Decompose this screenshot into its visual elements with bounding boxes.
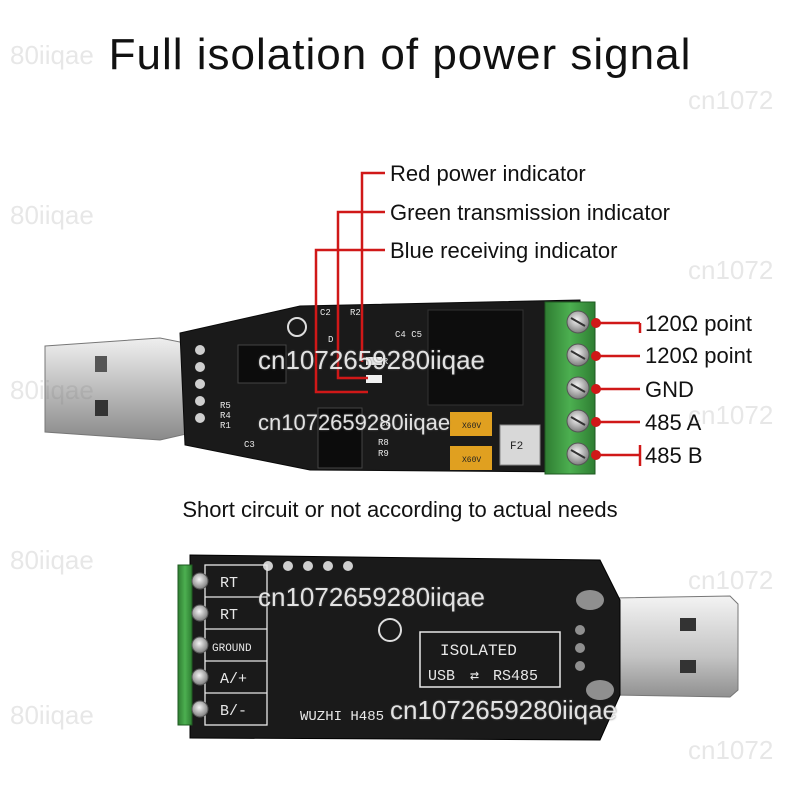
isolated-silk: ISOLATED <box>440 642 517 660</box>
arrow-icon: ⇄ <box>470 668 479 685</box>
terminal-label-2: 120Ω point <box>645 343 752 368</box>
pwr-silk-label: PWR <box>372 357 389 367</box>
usb-plug-top <box>44 337 196 441</box>
d-silk: D <box>328 335 333 345</box>
pcb-bottom <box>189 554 621 741</box>
ground-silk: GROUND <box>212 643 252 655</box>
red-indicator-callout: Red power indicator <box>390 161 586 186</box>
terminal-label-485b: 485 B <box>645 443 703 468</box>
c4-silk: C4 C5 <box>395 330 422 340</box>
r9-silk: R9 <box>378 449 389 459</box>
headline: Full isolation of power signal <box>108 30 692 79</box>
rs485-silk: RS485 <box>493 668 538 685</box>
r8-silk: R8 <box>378 438 389 448</box>
green-indicator-callout: Green transmission indicator <box>390 200 671 225</box>
r2-silk: R2 <box>350 308 361 318</box>
c3-silk: C3 <box>244 440 255 450</box>
blue-indicator-callout: Blue receiving indicator <box>390 238 618 263</box>
r4-silk: R4 <box>220 411 231 421</box>
terminal-label-gnd: GND <box>645 377 694 402</box>
r1-silk: R1 <box>220 421 231 431</box>
a-plus-silk: A/+ <box>220 671 247 688</box>
c2-silk: C2 <box>320 308 331 318</box>
rt1-silk: RT <box>220 575 238 592</box>
f2-silk: F2 <box>510 441 523 453</box>
callout-lines <box>314 171 642 466</box>
fuse1-silk: X60V <box>462 422 481 431</box>
fuse2-silk: X60V <box>462 456 481 465</box>
terminal-label-1: 120Ω point <box>645 311 752 336</box>
brand-silk: WUZHI H485 <box>300 709 384 725</box>
c6-silk: C6 <box>380 419 391 429</box>
rt2-silk: RT <box>220 607 238 624</box>
terminal-label-485a: 485 A <box>645 410 702 435</box>
usb-plug-bottom <box>611 595 739 698</box>
b-minus-silk: B/- <box>220 703 247 720</box>
terminal-block-bottom <box>177 564 209 726</box>
usage-note: Short circuit or not according to actual… <box>182 497 618 522</box>
terminal-block-top <box>544 301 596 475</box>
r5-silk: R5 <box>220 401 231 411</box>
usb-silk: USB <box>428 668 455 685</box>
